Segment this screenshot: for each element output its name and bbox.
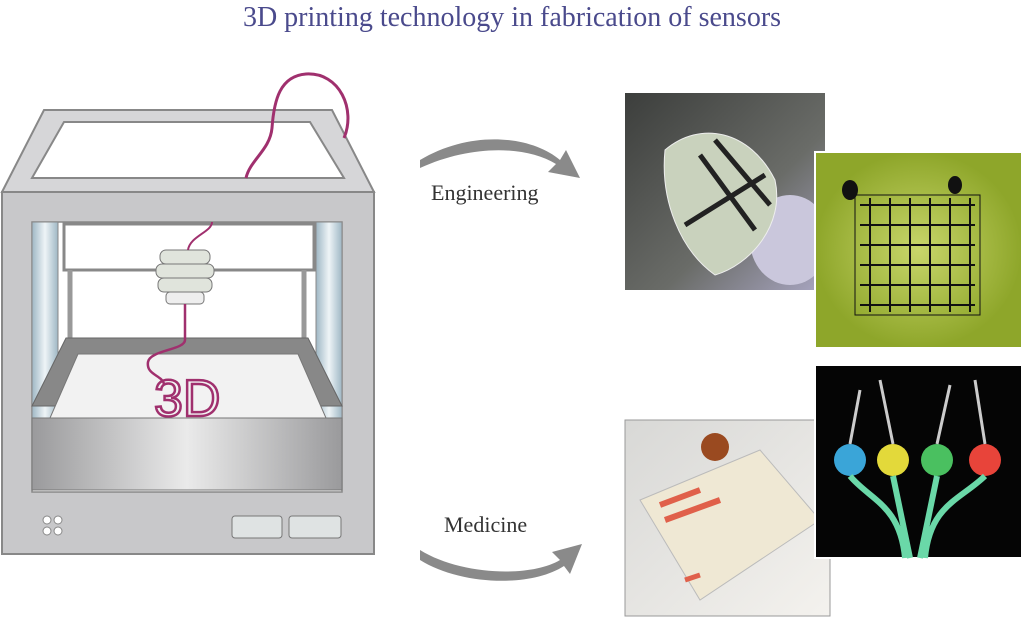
3d-printer-illustration: 3D <box>0 72 376 555</box>
printer-logo-icon <box>42 515 63 536</box>
print-head <box>155 249 215 305</box>
engineering-photo-mesh-sensor <box>814 151 1023 349</box>
medicine-label: Medicine <box>444 512 528 537</box>
medicine-arrow-icon <box>420 544 582 581</box>
printer-button-2 <box>288 515 342 539</box>
printer-3d-label: 3D <box>154 370 220 428</box>
engineering-label: Engineering <box>431 180 539 205</box>
medicine-photo-colored-channels <box>814 364 1023 559</box>
engineering-photo-flexible-sensor <box>625 93 830 290</box>
medicine-photo-microfluidic-chip <box>624 419 831 617</box>
figure-title: 3D printing technology in fabrication of… <box>242 2 782 33</box>
printer-button-1 <box>231 515 283 539</box>
engineering-arrow-icon <box>420 139 580 178</box>
